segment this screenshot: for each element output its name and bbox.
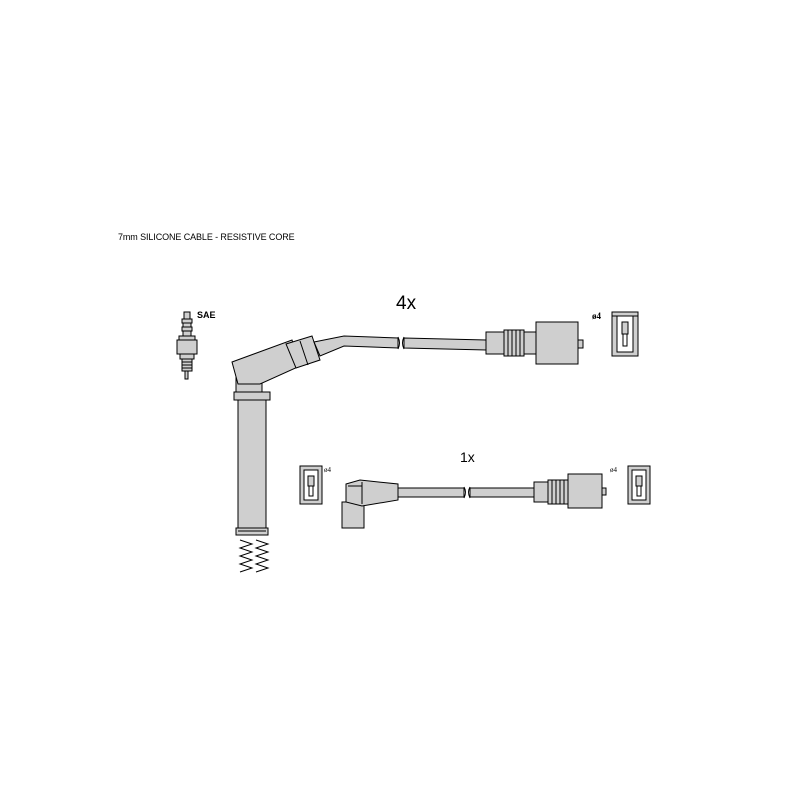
terminal-diameter-left: ø4	[324, 466, 331, 474]
terminal-diameter-top: ø4	[592, 311, 601, 321]
terminal-diameter-right: ø4	[610, 466, 617, 474]
spark-plug-icon	[176, 311, 198, 380]
ignition-cable-long	[313, 321, 584, 365]
terminal-connector-right-icon	[627, 465, 651, 505]
spark-plug-label: SAE	[197, 310, 216, 320]
spark-plug-boot	[233, 365, 271, 536]
boot-elbow	[231, 335, 321, 385]
ignition-cable-short	[397, 473, 607, 509]
terminal-connector-icon	[611, 311, 639, 357]
cable-long-quantity: 4x	[396, 293, 417, 314]
terminal-connector-left-icon	[299, 465, 323, 505]
diagram-title: 7mm SILICONE CABLE - RESISTIVE CORE	[118, 232, 295, 242]
short-cable-elbow-connector	[341, 479, 399, 529]
spring-icon	[238, 539, 270, 573]
cable-short-quantity: 1x	[460, 449, 475, 465]
